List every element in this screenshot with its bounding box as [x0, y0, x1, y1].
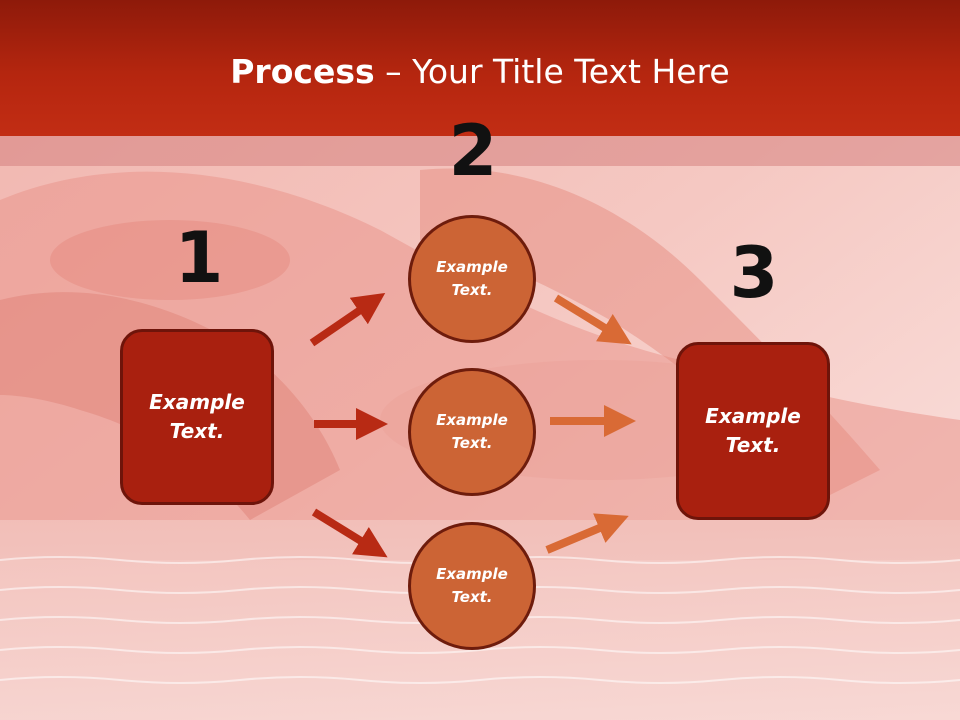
arrow-1-to-2c	[311, 508, 388, 558]
arrow-2a-to-3	[553, 294, 632, 345]
arrow-1-to-2a	[309, 292, 386, 347]
title-bold: Process	[230, 52, 375, 91]
step-number-1: 1	[174, 217, 224, 299]
arrow-2c-to-3	[545, 513, 629, 554]
step-1-box: Example Text.	[120, 329, 274, 505]
step-2-circle-bottom-label: Example Text.	[436, 565, 508, 606]
step-2-circle-top-label: Example Text.	[436, 258, 508, 299]
step-2-circle-bottom: Example Text.	[408, 522, 536, 650]
title-rest: – Your Title Text Here	[374, 52, 730, 91]
step-2-circle-middle-label: Example Text.	[436, 411, 508, 452]
title-band	[0, 136, 960, 166]
step-3-label: Example Text.	[705, 404, 801, 457]
title-bar	[0, 0, 960, 136]
step-number-3: 3	[729, 232, 779, 314]
step-number-2: 2	[448, 110, 498, 192]
step-3-box: Example Text.	[676, 342, 830, 520]
step-2-circle-top: Example Text.	[408, 215, 536, 343]
step-2-circle-middle: Example Text.	[408, 368, 536, 496]
step-1-label: Example Text.	[149, 390, 245, 443]
slide-title: Process – Your Title Text Here	[0, 52, 960, 91]
